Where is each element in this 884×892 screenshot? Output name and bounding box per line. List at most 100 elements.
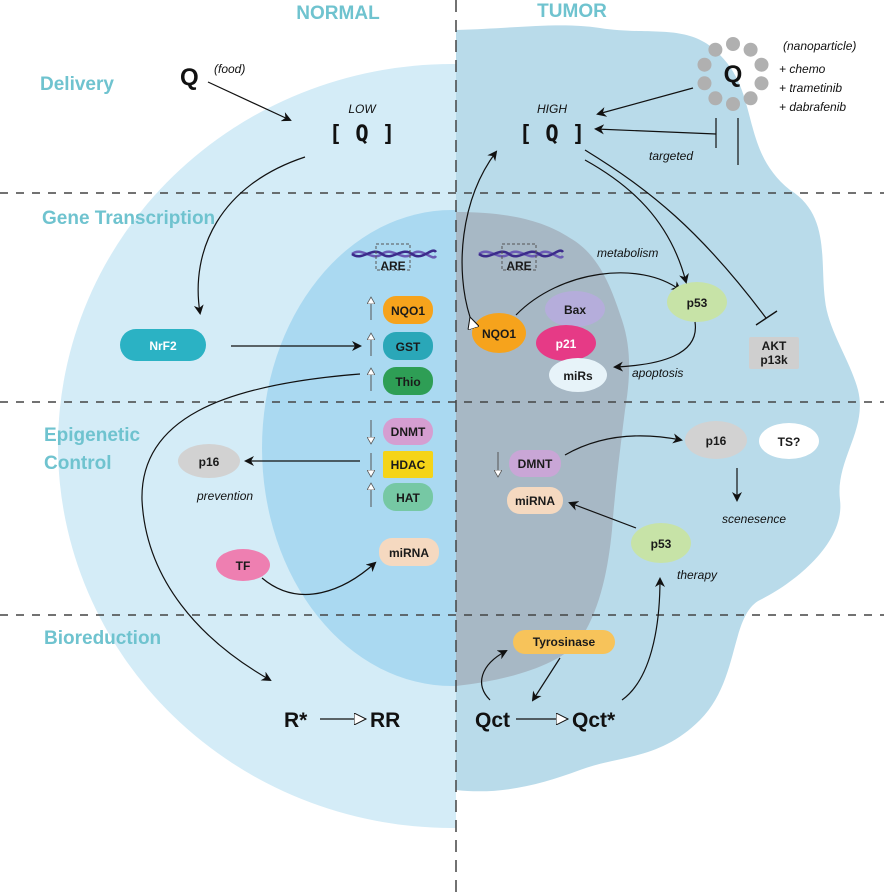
svg-text:HDAC: HDAC	[391, 458, 426, 472]
section-gene-transcription: Gene Transcription	[42, 208, 215, 229]
pill-tyrosinase: Tyrosinase	[513, 630, 615, 654]
nanoparticle-dot	[708, 91, 723, 106]
arrow-metabolism	[515, 272, 682, 316]
svg-text:p16: p16	[199, 455, 220, 469]
are-normal: ARE	[380, 259, 405, 273]
nanoparticle-q: Q	[724, 61, 743, 88]
pill-hdac: HDAC	[383, 451, 433, 478]
nanoparticle-dot	[726, 97, 740, 111]
qct-star: Qct*	[572, 709, 616, 732]
svg-text:NrF2: NrF2	[149, 339, 177, 353]
svg-text:AKT: AKT	[762, 339, 787, 353]
svg-text:p21: p21	[556, 337, 577, 351]
arrow-nano-to-high	[596, 87, 694, 117]
normal-nucleus	[262, 210, 456, 686]
pill-hat: HAT	[383, 483, 433, 511]
svg-text:GST: GST	[396, 340, 421, 354]
svg-text:p53: p53	[651, 537, 672, 551]
therapy-label: therapy	[677, 568, 718, 582]
section-epigenetic-line2: Control	[44, 453, 112, 474]
arrow-nqo1-high-bidirectional	[461, 152, 496, 317]
arrow-targeted	[594, 124, 717, 135]
pill-p16-normal: p16	[178, 444, 240, 478]
pill-dmnt-tumor: DMNT	[509, 450, 561, 477]
tumor-cell	[456, 25, 860, 792]
nanoparticle-chemo: + chemo	[779, 62, 826, 76]
low-label: LOW	[348, 102, 377, 116]
pill-ts: TS?	[759, 423, 819, 459]
svg-text:Bax: Bax	[564, 303, 586, 317]
section-bioreduction: Bioreduction	[44, 628, 161, 649]
svg-text:DNMT: DNMT	[391, 425, 426, 439]
pill-p53-bottom: p53	[631, 523, 691, 563]
high-label: HIGH	[537, 102, 567, 116]
dna-normal	[351, 243, 438, 271]
pill-mirna-normal: miRNA	[379, 538, 439, 566]
arrow-food-to-low	[207, 81, 292, 122]
pill-p21: p21	[536, 325, 596, 361]
high-concentration: [ Q ]	[519, 122, 585, 147]
pill-mirs: miRs	[549, 358, 607, 392]
pill-thio: Thio	[383, 367, 433, 395]
pill-p16-tumor: p16	[685, 421, 747, 459]
qct: Qct	[475, 709, 510, 732]
low-concentration: [ Q ]	[329, 122, 395, 147]
svg-text:p53: p53	[687, 296, 708, 310]
prevention-label: prevention	[196, 489, 253, 503]
svg-text:TS?: TS?	[778, 435, 801, 449]
metabolism-label: metabolism	[597, 246, 658, 260]
nanoparticle-label: (nanoparticle)	[783, 39, 856, 53]
nanoparticle-trametinib: + trametinib	[779, 81, 842, 95]
pill-p53-top: p53	[667, 282, 727, 322]
arrow-apoptosis	[613, 321, 696, 372]
pill-mirna-tumor: miRNA	[507, 487, 563, 514]
pill-nqo1-normal: NQO1	[383, 296, 433, 324]
nanoparticle-dot	[754, 57, 769, 72]
are-tumor: ARE	[506, 259, 531, 273]
arrow-p53-to-mirna	[568, 501, 637, 529]
r-star: R*	[284, 709, 308, 732]
nanoparticle-dot	[754, 76, 769, 91]
section-epigenetic-line1: Epigenetic	[44, 425, 141, 446]
svg-text:Thio: Thio	[395, 375, 420, 389]
svg-text:miRNA: miRNA	[389, 546, 429, 560]
svg-text:HAT: HAT	[396, 491, 420, 505]
inhibit-bar	[755, 310, 778, 326]
pill-bax: Bax	[545, 291, 605, 327]
header-tumor: TUMOR	[537, 1, 607, 22]
box-akt: AKT p13k	[749, 337, 799, 369]
arrow-tf-to-mirna	[261, 561, 377, 595]
arrow-qctstar-to-p53	[621, 577, 665, 701]
pill-dnmt: DNMT	[383, 418, 433, 445]
arrow-qct-to-tyrosinase	[481, 650, 508, 701]
pill-gst: GST	[383, 332, 433, 360]
nanoparticle-dot	[708, 42, 723, 57]
header-normal: NORMAL	[296, 3, 380, 24]
arrow-dmnt-to-p16	[564, 433, 683, 456]
svg-text:miRs: miRs	[563, 369, 593, 383]
food-q: Q	[180, 64, 199, 91]
section-delivery: Delivery	[40, 74, 114, 95]
nanoparticle-dot	[697, 76, 712, 91]
arrow-tyrosinase-to-qctstar	[531, 657, 561, 702]
arrow-low-to-nrf2	[193, 156, 306, 315]
arrow-high-to-p53	[584, 159, 689, 284]
nanoparticle: Q	[697, 37, 769, 111]
svg-text:DMNT: DMNT	[518, 457, 553, 471]
rr: RR	[370, 709, 400, 732]
nanoparticle-dot	[743, 42, 758, 57]
nanoparticle-dabrafenib: + dabrafenib	[779, 100, 846, 114]
arrow-thio-to-r	[141, 373, 361, 681]
pill-nqo1-tumor: NQO1	[472, 313, 526, 353]
inhibit-high-to-akt	[584, 149, 767, 319]
svg-text:NQO1: NQO1	[391, 304, 425, 318]
pill-tf: TF	[216, 549, 270, 581]
nanoparticle-dot	[743, 91, 758, 106]
svg-text:p16: p16	[706, 434, 727, 448]
food-label: (food)	[214, 62, 245, 76]
targeted-label: targeted	[649, 149, 693, 163]
pill-nrf2: NrF2	[120, 329, 206, 361]
scenesence-label: scenesence	[722, 512, 786, 526]
svg-text:Tyrosinase: Tyrosinase	[533, 635, 596, 649]
